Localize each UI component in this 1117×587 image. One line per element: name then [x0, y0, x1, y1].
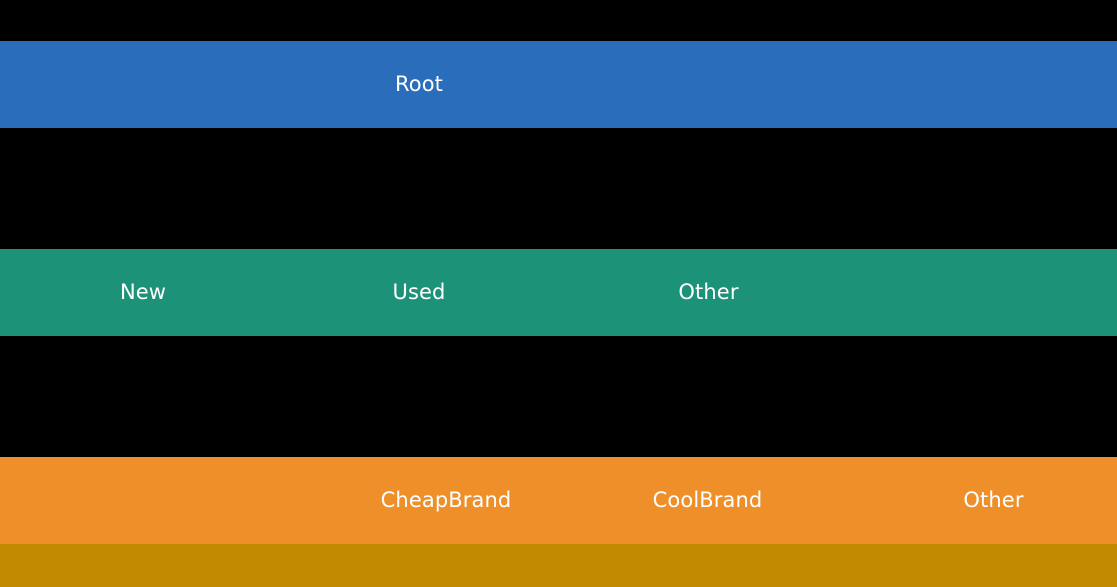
icicle-node-leaf-all[interactable]	[0, 544, 1117, 587]
icicle-node-br-oth[interactable]: Other	[870, 457, 1117, 544]
icicle-node-cat-new[interactable]: New	[44, 249, 242, 336]
icicle-node-br-a[interactable]	[0, 457, 345, 544]
icicle-node-root-b[interactable]: Root	[318, 41, 520, 128]
icicle-node-root-a[interactable]	[0, 41, 318, 128]
icicle-node-label: CheapBrand	[380, 488, 512, 512]
icicle-node-label: CoolBrand	[652, 488, 763, 512]
icicle-node-label: New	[119, 280, 167, 304]
icicle-node-br-b[interactable]	[547, 457, 607, 544]
icicle-node-cat-used[interactable]: Used	[318, 249, 520, 336]
icicle-node-br-c[interactable]	[808, 457, 870, 544]
icicle-node-label: Other	[678, 280, 739, 304]
icicle-node-cat-d[interactable]	[810, 249, 1117, 336]
icicle-node-label: Other	[963, 488, 1024, 512]
icicle-node-cat-oth[interactable]: Other	[607, 249, 810, 336]
icicle-node-label: Root	[395, 72, 443, 96]
icicle-node-br-cheap[interactable]: CheapBrand	[345, 457, 547, 544]
icicle-node-cat-b[interactable]	[242, 249, 318, 336]
icicle-node-cat-a[interactable]	[0, 249, 44, 336]
icicle-node-br-cool[interactable]: CoolBrand	[607, 457, 808, 544]
icicle-node-root-c[interactable]	[520, 41, 1117, 128]
icicle-node-cat-c[interactable]	[520, 249, 607, 336]
icicle-node-label: Used	[392, 280, 446, 304]
